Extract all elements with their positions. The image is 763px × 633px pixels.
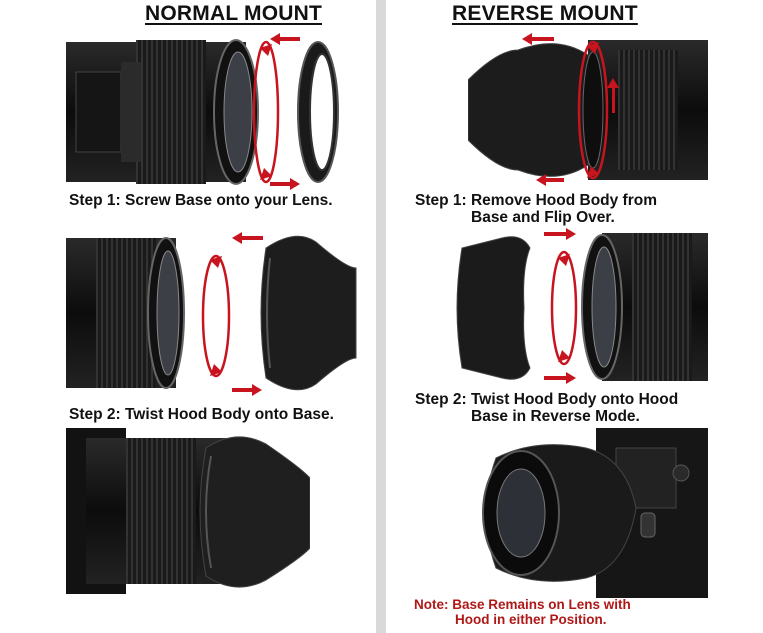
normal-step2-photo <box>66 228 358 398</box>
reverse-step2-line1: Step 2: Twist Hood Body onto Hood <box>415 391 679 408</box>
note-line1: Note: Base Remains on Lens with <box>414 597 631 612</box>
normal-step1-text: Step 1: Screw Base onto your Lens. <box>69 192 333 209</box>
note-line2: Hood in either Position. <box>455 612 607 627</box>
normal-step1-photo <box>66 32 356 192</box>
normal-step2-text: Step 2: Twist Hood Body onto Base. <box>69 406 334 423</box>
reverse-step1-line1: Step 1: Remove Hood Body from <box>415 192 657 209</box>
reverse-step1-photo <box>468 30 708 190</box>
reverse-mount-title: REVERSE MOUNT <box>452 2 638 25</box>
reverse-assembled-photo <box>476 428 708 598</box>
reverse-step2-line2: Base in Reverse Mode. <box>471 408 640 425</box>
normal-assembled-photo <box>66 428 310 594</box>
reverse-step1-line2: Base and Flip Over. <box>471 209 615 226</box>
normal-mount-title: NORMAL MOUNT <box>145 2 322 25</box>
column-divider <box>376 0 386 633</box>
reverse-step2-photo <box>452 228 708 386</box>
